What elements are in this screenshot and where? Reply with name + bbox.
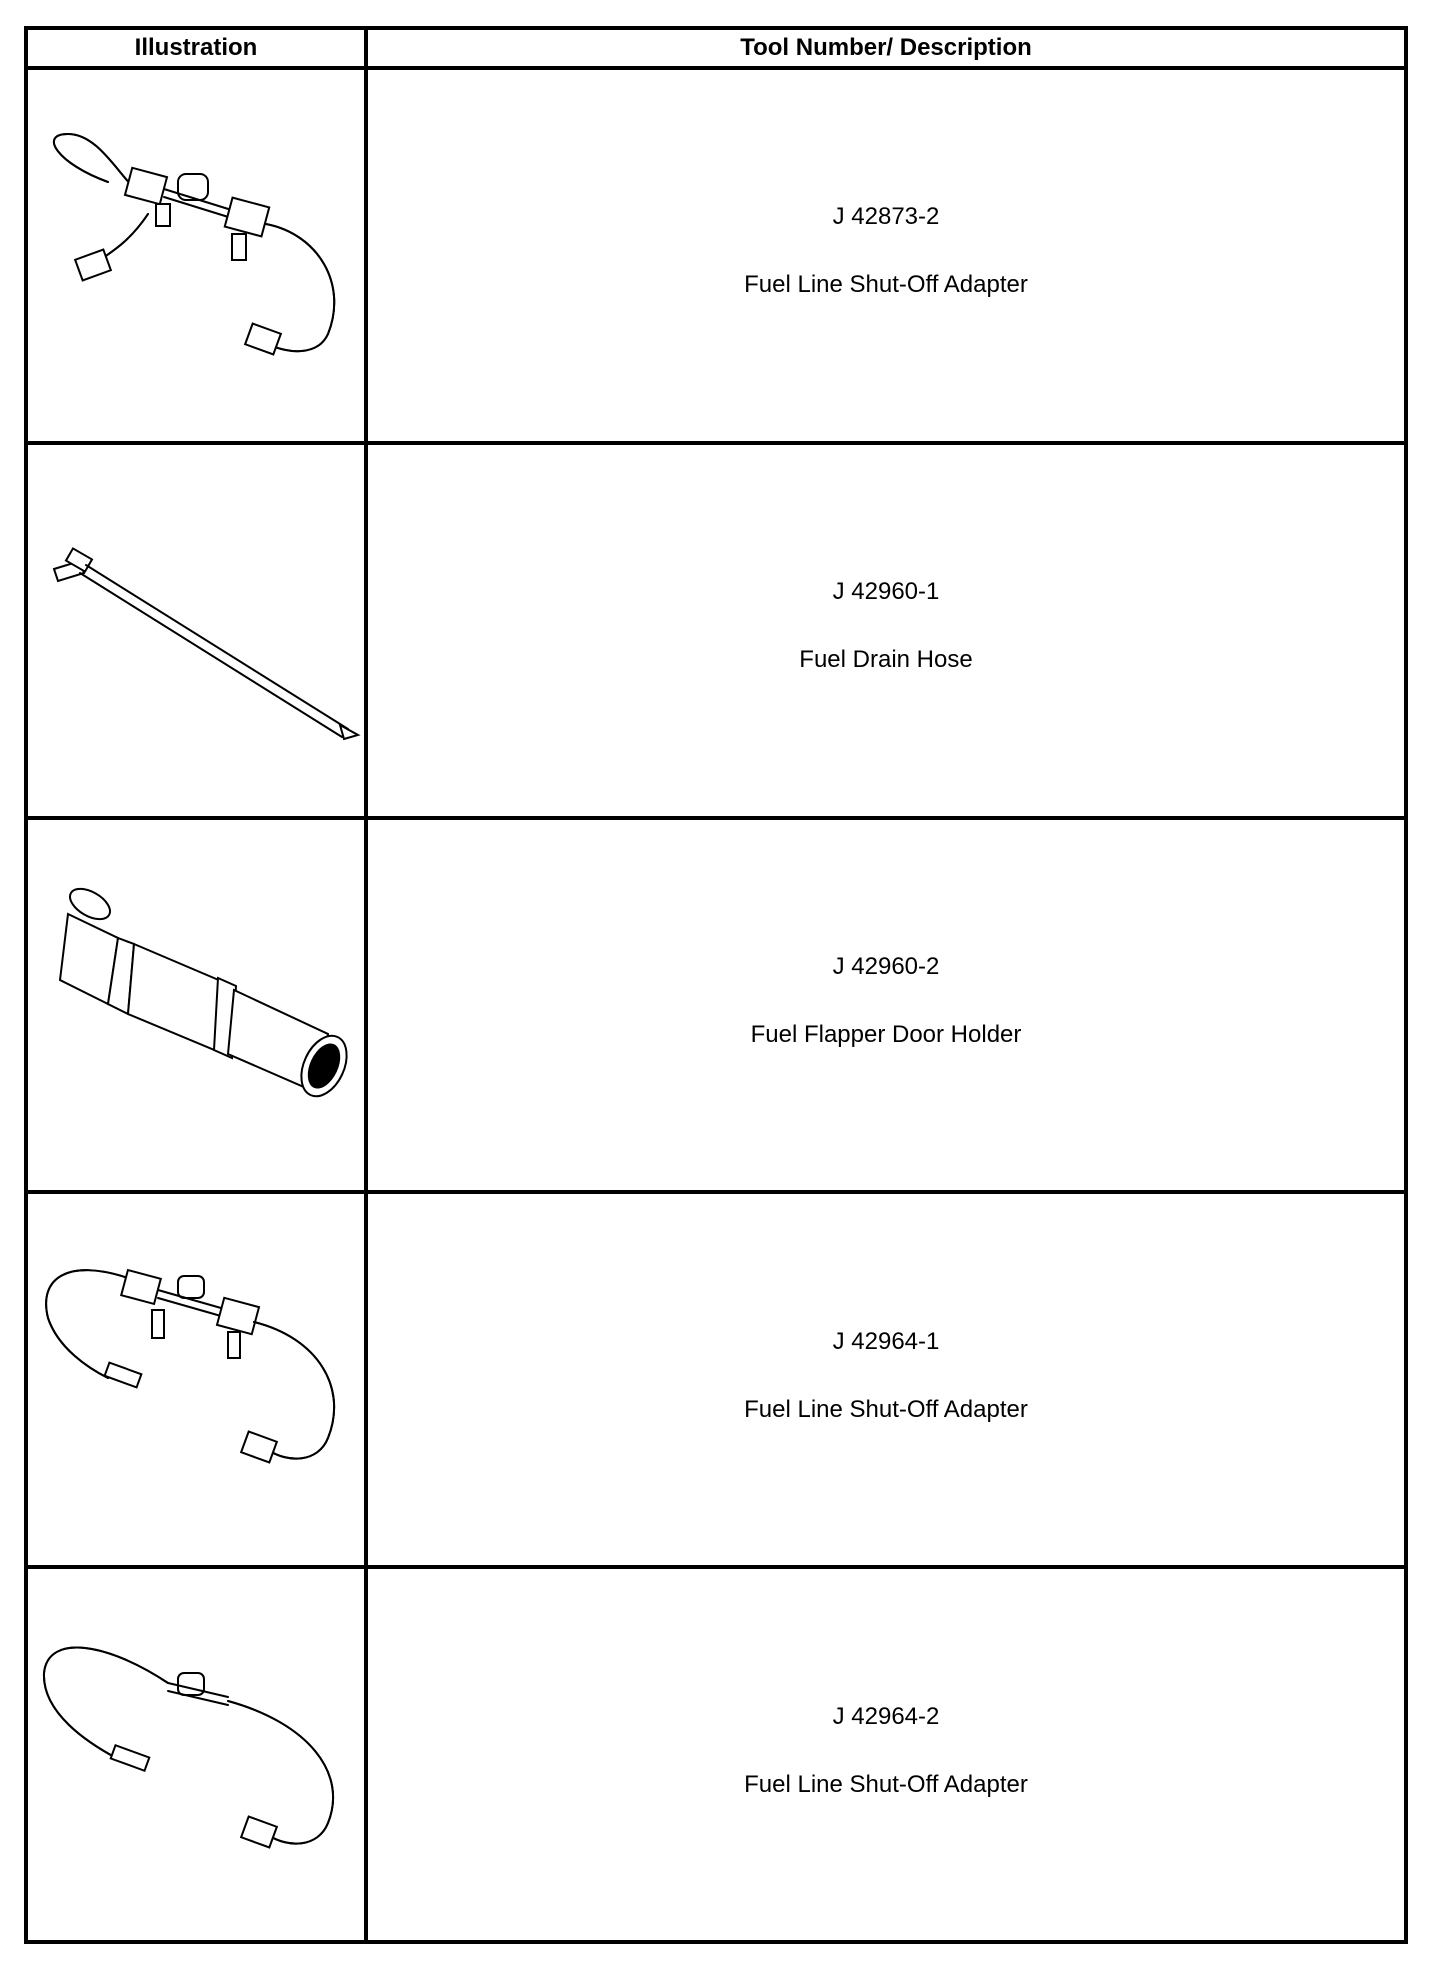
fuel-line-shut-off-adapter-icon [45, 1269, 336, 1465]
description-cell: J 42964-2 Fuel Line Shut-Off Adapter [364, 1565, 1408, 1944]
illustration-cell [24, 815, 368, 1195]
tool-number: J 42964-2 [832, 1702, 940, 1730]
tool-table: Illustration Tool Number/ Description [24, 26, 1408, 1944]
tool-number: J 42960-1 [832, 578, 940, 606]
fuel-flapper-door-holder-icon [58, 887, 348, 1097]
table-row: J 42964-1 Fuel Line Shut-Off Adapter [24, 1190, 1408, 1570]
fuel-drain-hose-icon [52, 546, 361, 741]
tool-number: J 42960-2 [832, 952, 940, 980]
table-row: J 42960-1 Fuel Drain Hose [24, 440, 1408, 820]
tool-description: Fuel Flapper Door Holder [750, 1020, 1022, 1048]
table-row: J 42964-2 Fuel Line Shut-Off Adapter [24, 1565, 1408, 1944]
description-cell: J 42960-2 Fuel Flapper Door Holder [364, 815, 1408, 1195]
illustration-cell [24, 440, 368, 820]
tool-description: Fuel Line Shut-Off Adapter [744, 271, 1028, 299]
description-cell: J 42873-2 Fuel Line Shut-Off Adapter [364, 66, 1408, 445]
tool-number: J 42964-1 [832, 1327, 940, 1355]
header-illustration: Illustration [24, 26, 368, 70]
description-cell: J 42960-1 Fuel Drain Hose [364, 440, 1408, 820]
description-cell: J 42964-1 Fuel Line Shut-Off Adapter [364, 1190, 1408, 1570]
tool-number: J 42873-2 [832, 203, 940, 231]
tool-description: Fuel Drain Hose [799, 646, 973, 674]
illustration-cell [24, 1565, 368, 1944]
fuel-line-shut-off-adapter-icon [53, 133, 336, 356]
table-header-row: Illustration Tool Number/ Description [24, 26, 1408, 70]
header-tool-number-description: Tool Number/ Description [364, 26, 1408, 70]
table-row: J 42960-2 Fuel Flapper Door Holder [24, 815, 1408, 1195]
table-row: J 42873-2 Fuel Line Shut-Off Adapter [24, 66, 1408, 445]
illustration-cell [24, 66, 368, 445]
tool-description: Fuel Line Shut-Off Adapter [744, 1770, 1028, 1798]
illustration-cell [24, 1190, 368, 1570]
tool-description: Fuel Line Shut-Off Adapter [744, 1395, 1028, 1423]
fuel-line-shut-off-adapter-icon [42, 1646, 334, 1849]
